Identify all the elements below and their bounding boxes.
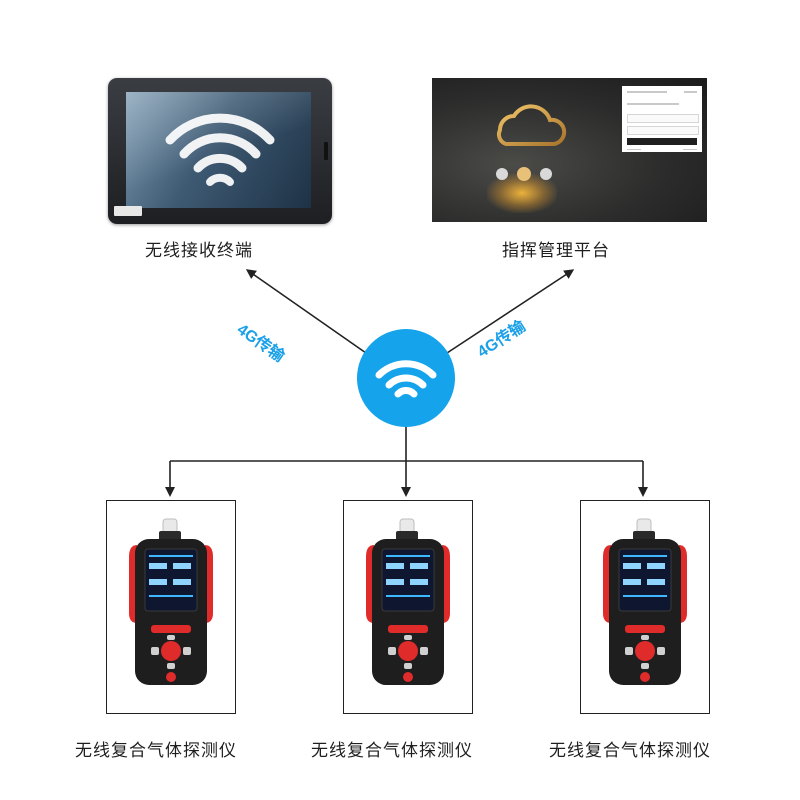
wireless-hub [357, 329, 455, 427]
device-label-2: 无线复合气体探测仪 [311, 741, 473, 761]
gas-detector-image [603, 518, 687, 685]
device-label-1: 无线复合气体探测仪 [75, 741, 237, 761]
tablet-side-button [324, 142, 328, 160]
wifi-icon [375, 360, 437, 398]
tablet-sticker [114, 206, 142, 216]
cloud-icon [496, 104, 567, 181]
device-frame-1 [106, 500, 236, 714]
gas-detector-image [366, 518, 450, 685]
gas-detector-image [129, 518, 213, 685]
wireless-terminal-tablet [108, 78, 332, 224]
device-label-3: 无线复合气体探测仪 [549, 741, 711, 761]
device-frame-3 [580, 500, 710, 714]
link-hub-platform [446, 269, 575, 354]
platform-label: 指挥管理平台 [502, 241, 610, 261]
command-platform-screenshot [432, 78, 707, 222]
link-hub-terminal [245, 269, 367, 354]
device-frame-2 [343, 500, 473, 714]
tablet-screen [126, 92, 311, 208]
wifi-icon [165, 113, 275, 186]
terminal-label: 无线接收终端 [145, 241, 253, 261]
login-panel [622, 86, 702, 152]
